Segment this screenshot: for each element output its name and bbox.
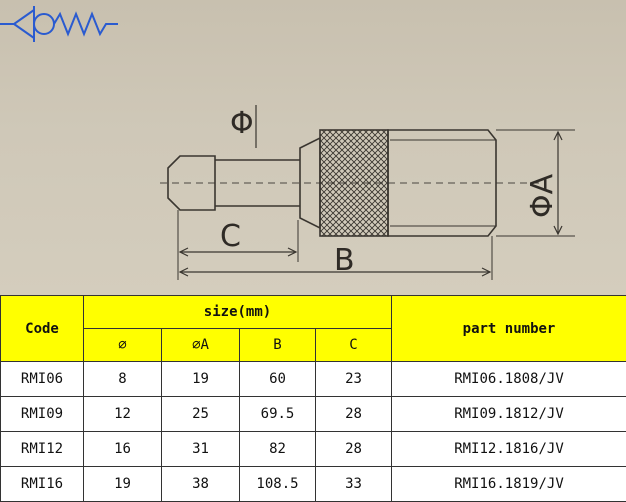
coupling-drawing: Φ C B ΦA xyxy=(160,105,575,280)
cell-diameter: 16 xyxy=(83,431,162,467)
subheader-diameter: ∅ xyxy=(83,328,162,362)
subheader-diameter-a: ∅A xyxy=(161,328,240,362)
label-b: B xyxy=(334,243,355,278)
cell-code: RMI09 xyxy=(0,396,84,432)
cell-diameter: 12 xyxy=(83,396,162,432)
dim-c-arrows xyxy=(178,247,298,257)
cell-code: RMI12 xyxy=(0,431,84,467)
table-row: RMI09 12 25 69.5 28 RMI09.1812/JV xyxy=(0,396,626,432)
cell-b: 69.5 xyxy=(239,396,316,432)
header-part-number: part number xyxy=(391,295,626,362)
tube xyxy=(215,159,300,207)
technical-drawing-photo: Φ C B ΦA xyxy=(0,0,626,295)
cell-c: 23 xyxy=(315,361,392,397)
label-phi: Φ xyxy=(230,106,254,141)
table-row: RMI06 8 19 60 23 RMI06.1808/JV xyxy=(0,361,626,397)
cell-diameter-a: 25 xyxy=(161,396,240,432)
cell-part-number: RMI09.1812/JV xyxy=(391,396,626,432)
knurled-sleeve xyxy=(319,129,389,237)
cell-diameter: 8 xyxy=(83,361,162,397)
subheader-c: C xyxy=(315,328,392,362)
size-table: Code size(mm) part number ∅ ∅A B C RMI06… xyxy=(0,295,626,502)
hose-barb xyxy=(167,155,216,211)
cell-b: 108.5 xyxy=(239,466,316,502)
cell-c: 28 xyxy=(315,431,392,467)
cell-diameter-a: 31 xyxy=(161,431,240,467)
cell-c: 33 xyxy=(315,466,392,502)
cell-code: RMI16 xyxy=(0,466,84,502)
cell-c: 28 xyxy=(315,396,392,432)
dim-phi-a-arrows xyxy=(553,130,563,236)
dim-b-arrows xyxy=(178,267,492,277)
label-c: C xyxy=(220,219,241,254)
subheader-b: B xyxy=(239,328,316,362)
cell-part-number: RMI16.1819/JV xyxy=(391,466,626,502)
header-code: Code xyxy=(0,295,84,362)
cell-diameter: 19 xyxy=(83,466,162,502)
cell-part-number: RMI06.1808/JV xyxy=(391,361,626,397)
cell-code: RMI06 xyxy=(0,361,84,397)
table-row: RMI16 19 38 108.5 33 RMI16.1819/JV xyxy=(0,466,626,502)
cell-b: 82 xyxy=(239,431,316,467)
table-row: RMI12 16 31 82 28 RMI12.1816/JV xyxy=(0,431,626,467)
check-valve-symbol xyxy=(0,6,118,42)
cell-diameter-a: 19 xyxy=(161,361,240,397)
header-size: size(mm) xyxy=(83,295,392,329)
cell-part-number: RMI12.1816/JV xyxy=(391,431,626,467)
cell-diameter-a: 38 xyxy=(161,466,240,502)
label-phi-a: ΦA xyxy=(525,173,560,218)
cell-b: 60 xyxy=(239,361,316,397)
